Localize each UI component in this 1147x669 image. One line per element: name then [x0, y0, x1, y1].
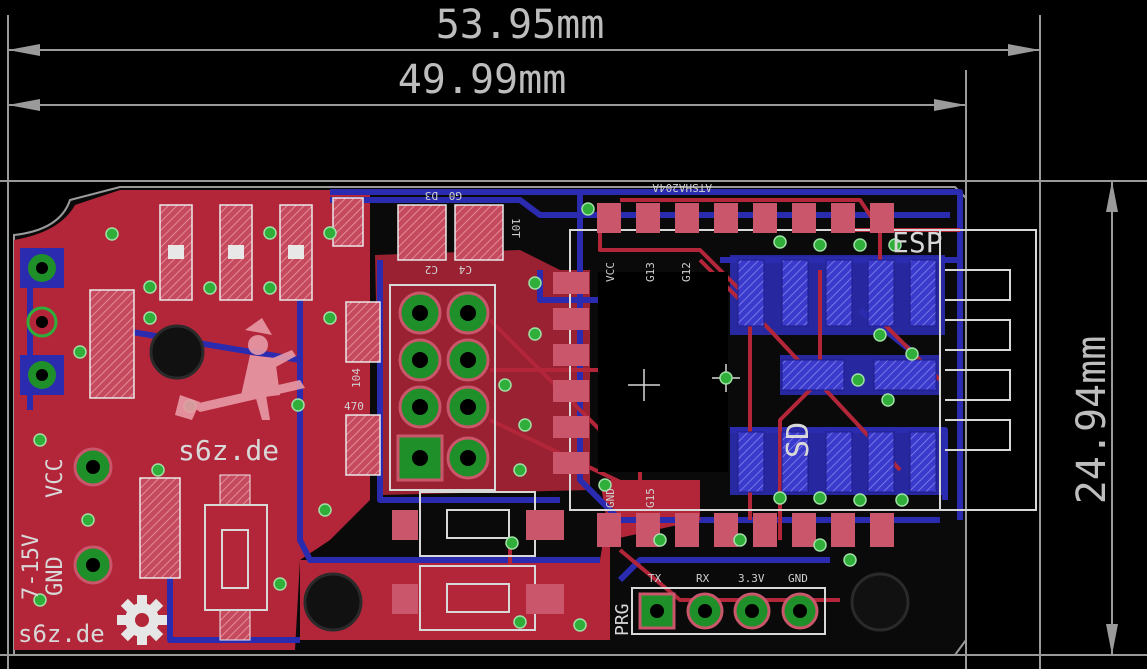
esp-label: ESP: [892, 226, 943, 259]
power-vcc-label: VCC: [43, 458, 68, 498]
mcu-vcc-label: VCC: [604, 262, 617, 282]
mcu-g15-label: G15: [644, 488, 657, 508]
top-copper-traces: [488, 198, 960, 622]
header-33v-label: 3.3V: [738, 572, 765, 585]
big-caps-top: [397, 204, 504, 261]
mcu-top-pads: [597, 203, 894, 233]
mcu-part-label: ATSHA204A: [652, 181, 712, 194]
bottom-switches: [392, 491, 564, 631]
site-label-small: s6z.de: [18, 620, 105, 648]
prog-header-pads: [638, 592, 819, 630]
witch-on-broom-icon: [175, 318, 305, 420]
prog-header-outline: [631, 587, 826, 635]
header-tx-label: TX: [648, 572, 662, 585]
comp-c4-label: C4: [458, 263, 472, 276]
gear-icon: [117, 595, 167, 645]
res-104-label: 104: [350, 368, 363, 388]
mcu-footprint: [598, 272, 728, 472]
led-diodes: [168, 245, 304, 259]
power-voltage-label: 7-15V: [19, 534, 44, 600]
bottom-side-caps-middle: [781, 359, 937, 391]
power-gnd-label: GND: [43, 556, 68, 596]
esp-antenna-traces: [945, 269, 1011, 451]
header-gnd-label: GND: [788, 572, 808, 585]
bottom-side-resistor-array-top: [737, 259, 937, 327]
mcu-g13-label: G13: [644, 262, 657, 282]
comp-c2-label: C2: [425, 263, 438, 276]
mcu-side-pads: [553, 272, 589, 474]
sd-label: SD: [781, 422, 816, 458]
prog-label: PRG: [612, 603, 633, 636]
dimension-inner-width: 49.99mm: [398, 57, 567, 103]
mcu-g12-label: G12: [680, 262, 693, 282]
header-2x4-outline: [389, 284, 496, 491]
header-rx-label: RX: [696, 572, 710, 585]
site-label: s6z.de: [178, 434, 279, 467]
cap-470-label: 470: [344, 400, 364, 413]
regulator-left: [89, 289, 268, 641]
mcu-bottom-pads: [597, 513, 894, 547]
mounting-holes: [149, 324, 910, 632]
comp-10t-label: 10T: [509, 218, 522, 238]
power-connector: [20, 248, 113, 585]
esp-antenna-outline: [940, 229, 1037, 511]
dimension-height: 24.94mm: [1069, 336, 1115, 505]
bottom-side-resistor-array-bottom: [737, 431, 937, 493]
header-2x4-pads: [396, 291, 490, 482]
mcu-gnd-label: GND: [604, 488, 617, 508]
vias: [33, 202, 919, 632]
dimension-arrows: [8, 44, 1118, 655]
small-resistors-column: [345, 301, 381, 476]
g0-label: G0: [449, 189, 462, 202]
d3-label: D3: [425, 189, 438, 202]
dimension-outer-width: 53.95mm: [436, 2, 605, 48]
